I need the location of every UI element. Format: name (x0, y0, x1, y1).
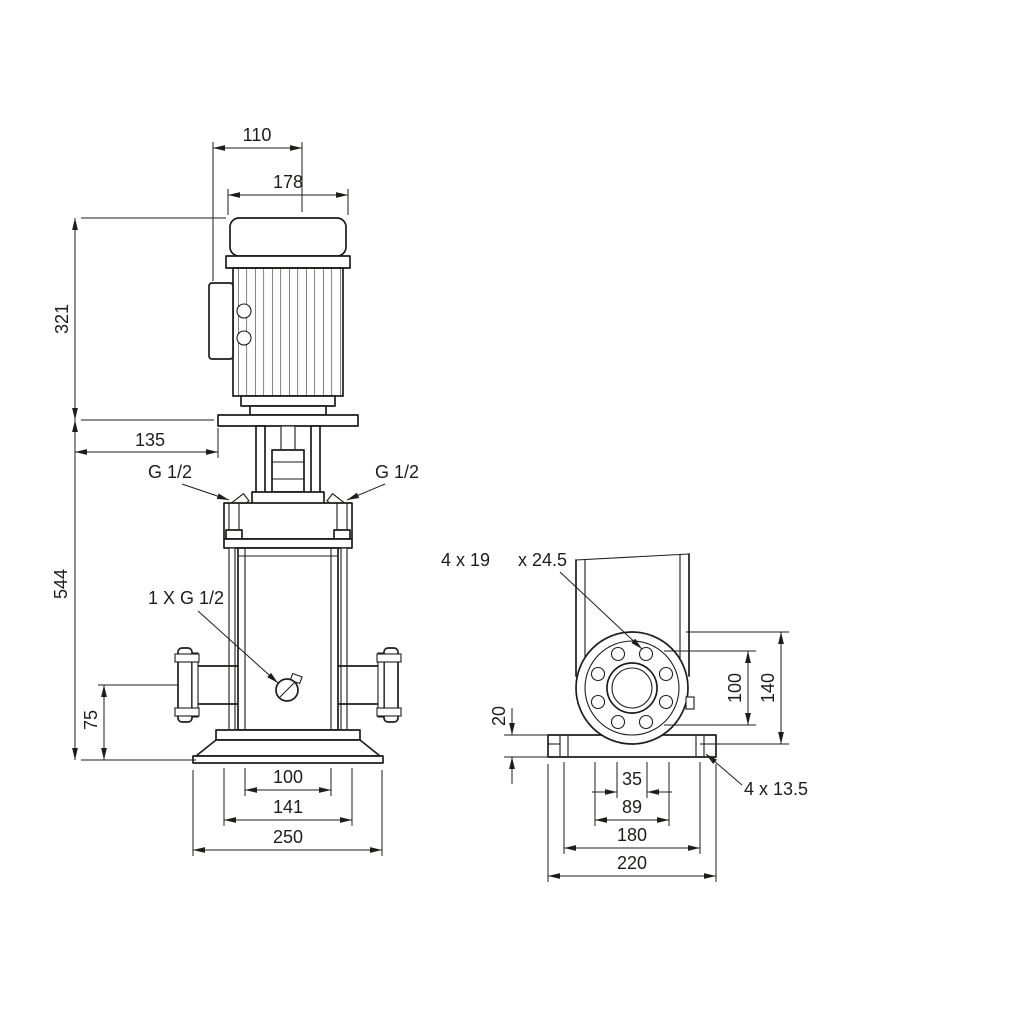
dim-140: 140 (686, 631, 789, 745)
base-hole-note: 4 x 13.5 (705, 753, 808, 799)
dim-321-label: 321 (52, 304, 72, 334)
dim-35-label: 35 (622, 769, 642, 789)
nut-left (225, 529, 243, 540)
dim-100-side-label: 100 (725, 673, 745, 703)
motor-cover-band (225, 255, 351, 269)
nut-right (333, 529, 351, 540)
dim-89: 89 (594, 762, 670, 826)
drain-plug (275, 672, 303, 702)
flange-hole-note: 4 x 19 x 24.5 (441, 550, 643, 650)
bolt-hole (590, 694, 606, 710)
drain-label: 1 X G 1/2 (148, 588, 224, 608)
port-right-label: G 1/2 (375, 462, 419, 482)
dim-75-label: 75 (81, 710, 101, 730)
dim-321: 321 (52, 217, 226, 421)
sleeve (237, 547, 339, 731)
dim-135: 135 (75, 428, 219, 458)
front-view: 110 178 321 135 544 (51, 125, 419, 856)
dim-75: 75 (81, 684, 178, 760)
flange-face-view (575, 631, 695, 745)
coupling-section (255, 425, 321, 499)
section-break-line (575, 553, 690, 561)
port-left-label: G 1/2 (148, 462, 192, 482)
dim-89-label: 89 (622, 797, 642, 817)
dim-20-label: 20 (489, 706, 509, 726)
dim-35: 35 (592, 762, 672, 798)
dim-135-label: 135 (135, 430, 165, 450)
dim-544: 544 (51, 420, 196, 761)
port-left-leader (181, 483, 230, 501)
dim-250: 250 (192, 770, 383, 856)
dim-100-side: 100 (664, 650, 756, 726)
bolt-hole (610, 714, 626, 730)
flange-clip (685, 696, 695, 710)
motor-fan-cover (229, 217, 347, 257)
bolt-hole (638, 714, 654, 730)
motor (208, 217, 351, 416)
bolt-hole (638, 646, 654, 662)
port-bore-circle (606, 662, 658, 714)
terminal-box (208, 282, 234, 360)
head-flange (223, 538, 353, 549)
port-label-right: G 1/2 (346, 462, 419, 501)
side-view: 4 x 19 x 24.5 20 100 140 (441, 550, 808, 882)
dim-220: 220 (547, 764, 717, 882)
flange-hole-depth-label: x 24.5 (518, 550, 567, 570)
drain-port-label: 1 X G 1/2 (148, 588, 279, 684)
cable-gland-bottom (236, 330, 252, 346)
bolt-hole (590, 666, 606, 682)
base-hole-leader (705, 753, 743, 786)
discharge-flange-right (337, 647, 402, 723)
flange-hole-leader (559, 571, 643, 650)
base-foot (195, 739, 381, 757)
dim-141: 141 (223, 768, 353, 826)
motor-flange (240, 395, 336, 407)
dim-180: 180 (563, 762, 701, 854)
dim-110: 110 (212, 125, 303, 281)
dim-178-label: 178 (273, 172, 303, 192)
bolt-hole (610, 646, 626, 662)
flange-bolt-left-bottom (174, 707, 200, 717)
port-label-left: G 1/2 (148, 462, 230, 501)
dim-140-label: 140 (758, 673, 778, 703)
base-rim (192, 755, 384, 764)
dim-20: 20 (489, 706, 548, 784)
bolt-hole (658, 694, 674, 710)
pump-head (223, 491, 353, 549)
base-neck (215, 729, 361, 741)
coupling-guard-right (310, 425, 321, 499)
bolt-hole (658, 666, 674, 682)
drain-leader (197, 610, 279, 684)
coupling-guard-left (255, 425, 266, 499)
coupling (271, 449, 305, 493)
dim-100-front: 100 (244, 767, 332, 796)
suction-flange-left (174, 647, 239, 723)
dim-544-label: 544 (51, 569, 71, 599)
dim-180-label: 180 (617, 825, 647, 845)
dim-110-label: 110 (243, 125, 272, 145)
pump-base (192, 729, 384, 764)
staybolt-right (340, 547, 348, 731)
dim-141-label: 141 (273, 797, 303, 817)
motor-neck (249, 405, 327, 416)
cable-gland-top (236, 303, 252, 319)
port-right-leader (346, 483, 386, 501)
base-hole-note-label: 4 x 13.5 (744, 779, 808, 799)
motor-stool-plate (217, 414, 359, 427)
dim-220-label: 220 (617, 853, 647, 873)
pump-head-body (223, 502, 353, 540)
dim-250-label: 250 (273, 827, 303, 847)
staybolt-left (228, 547, 236, 731)
dim-100-front-label: 100 (273, 767, 303, 787)
flange-bolt-left-top (174, 653, 200, 663)
motor-body-fins (232, 267, 344, 397)
flange-bolt-right-bottom (376, 707, 402, 717)
dim-178: 178 (227, 172, 349, 215)
chamber-stack (228, 547, 348, 731)
flange-hole-note-label: 4 x 19 (441, 550, 490, 570)
flange-bolt-right-top (376, 653, 402, 663)
